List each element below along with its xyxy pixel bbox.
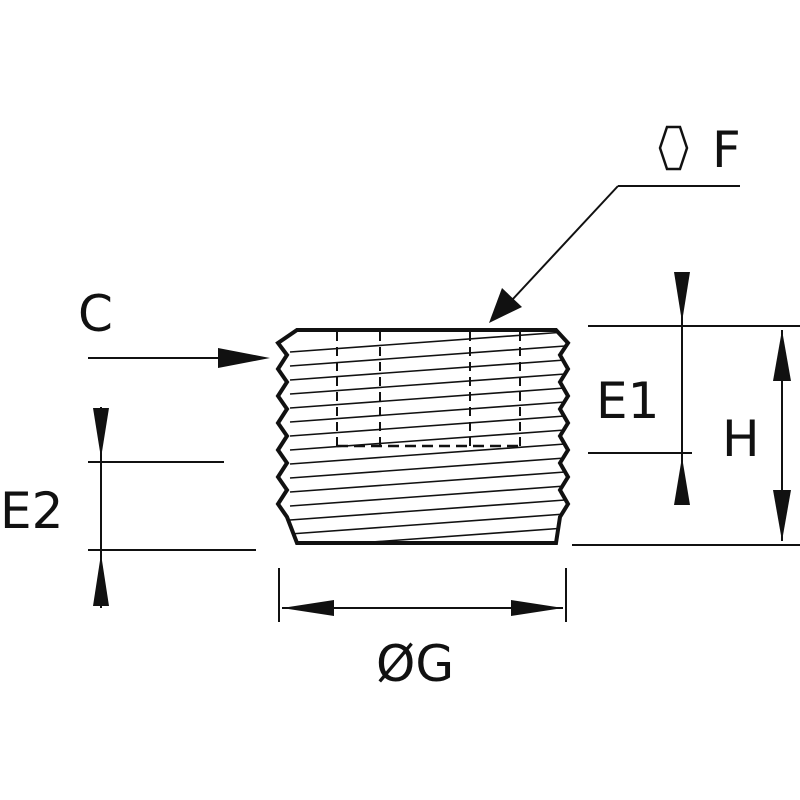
hex-socket-hidden: [336, 332, 521, 448]
g-dimension: ØG: [278, 568, 567, 693]
plug-body: [275, 328, 571, 545]
label-e2: E2: [0, 482, 63, 540]
label-h: H: [722, 410, 760, 468]
c-callout: C: [78, 285, 270, 368]
e2-dimension: E2: [0, 407, 256, 608]
thread-lines: [289, 331, 566, 543]
h-dimension: H: [572, 330, 800, 546]
label-hex-f: F: [712, 121, 741, 179]
hexagon-icon: [658, 125, 689, 171]
e1-dimension: E1: [588, 272, 800, 505]
label-g: ØG: [376, 635, 454, 693]
label-e1: E1: [596, 372, 659, 430]
hex-f-callout: F: [489, 121, 741, 323]
label-c: C: [78, 285, 113, 343]
